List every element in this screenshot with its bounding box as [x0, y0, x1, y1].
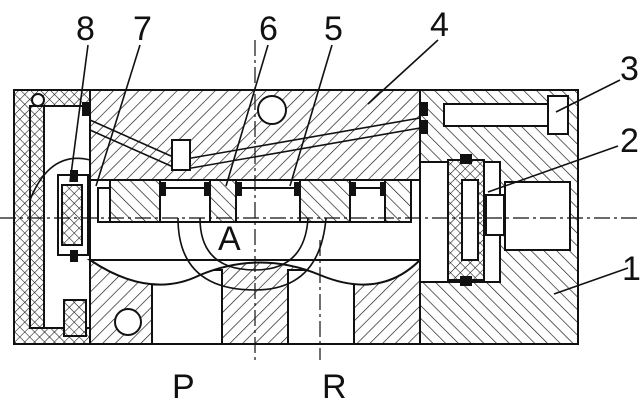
pilot-passages [89, 117, 421, 171]
label-5: 5 [324, 10, 343, 48]
left-end-cap [13, 89, 91, 345]
port-r-label: R [322, 368, 347, 406]
label-4: 4 [430, 6, 449, 44]
left-piston [29, 157, 91, 337]
label-6: 6 [259, 10, 278, 48]
label-1: 1 [622, 250, 641, 288]
body-seals [82, 102, 428, 134]
port-p-label: P [172, 368, 195, 406]
right-piston [447, 154, 505, 286]
label-8: 8 [76, 10, 95, 48]
spool [97, 179, 412, 223]
center-lines [0, 40, 641, 360]
label-7: 7 [133, 10, 152, 48]
label-3: 3 [620, 50, 639, 88]
port-a-label: A [218, 220, 241, 258]
part-labels: 8 7 6 5 4 3 2 1 A P R [76, 6, 641, 406]
leader-lines [69, 39, 629, 295]
label-2: 2 [620, 122, 639, 160]
